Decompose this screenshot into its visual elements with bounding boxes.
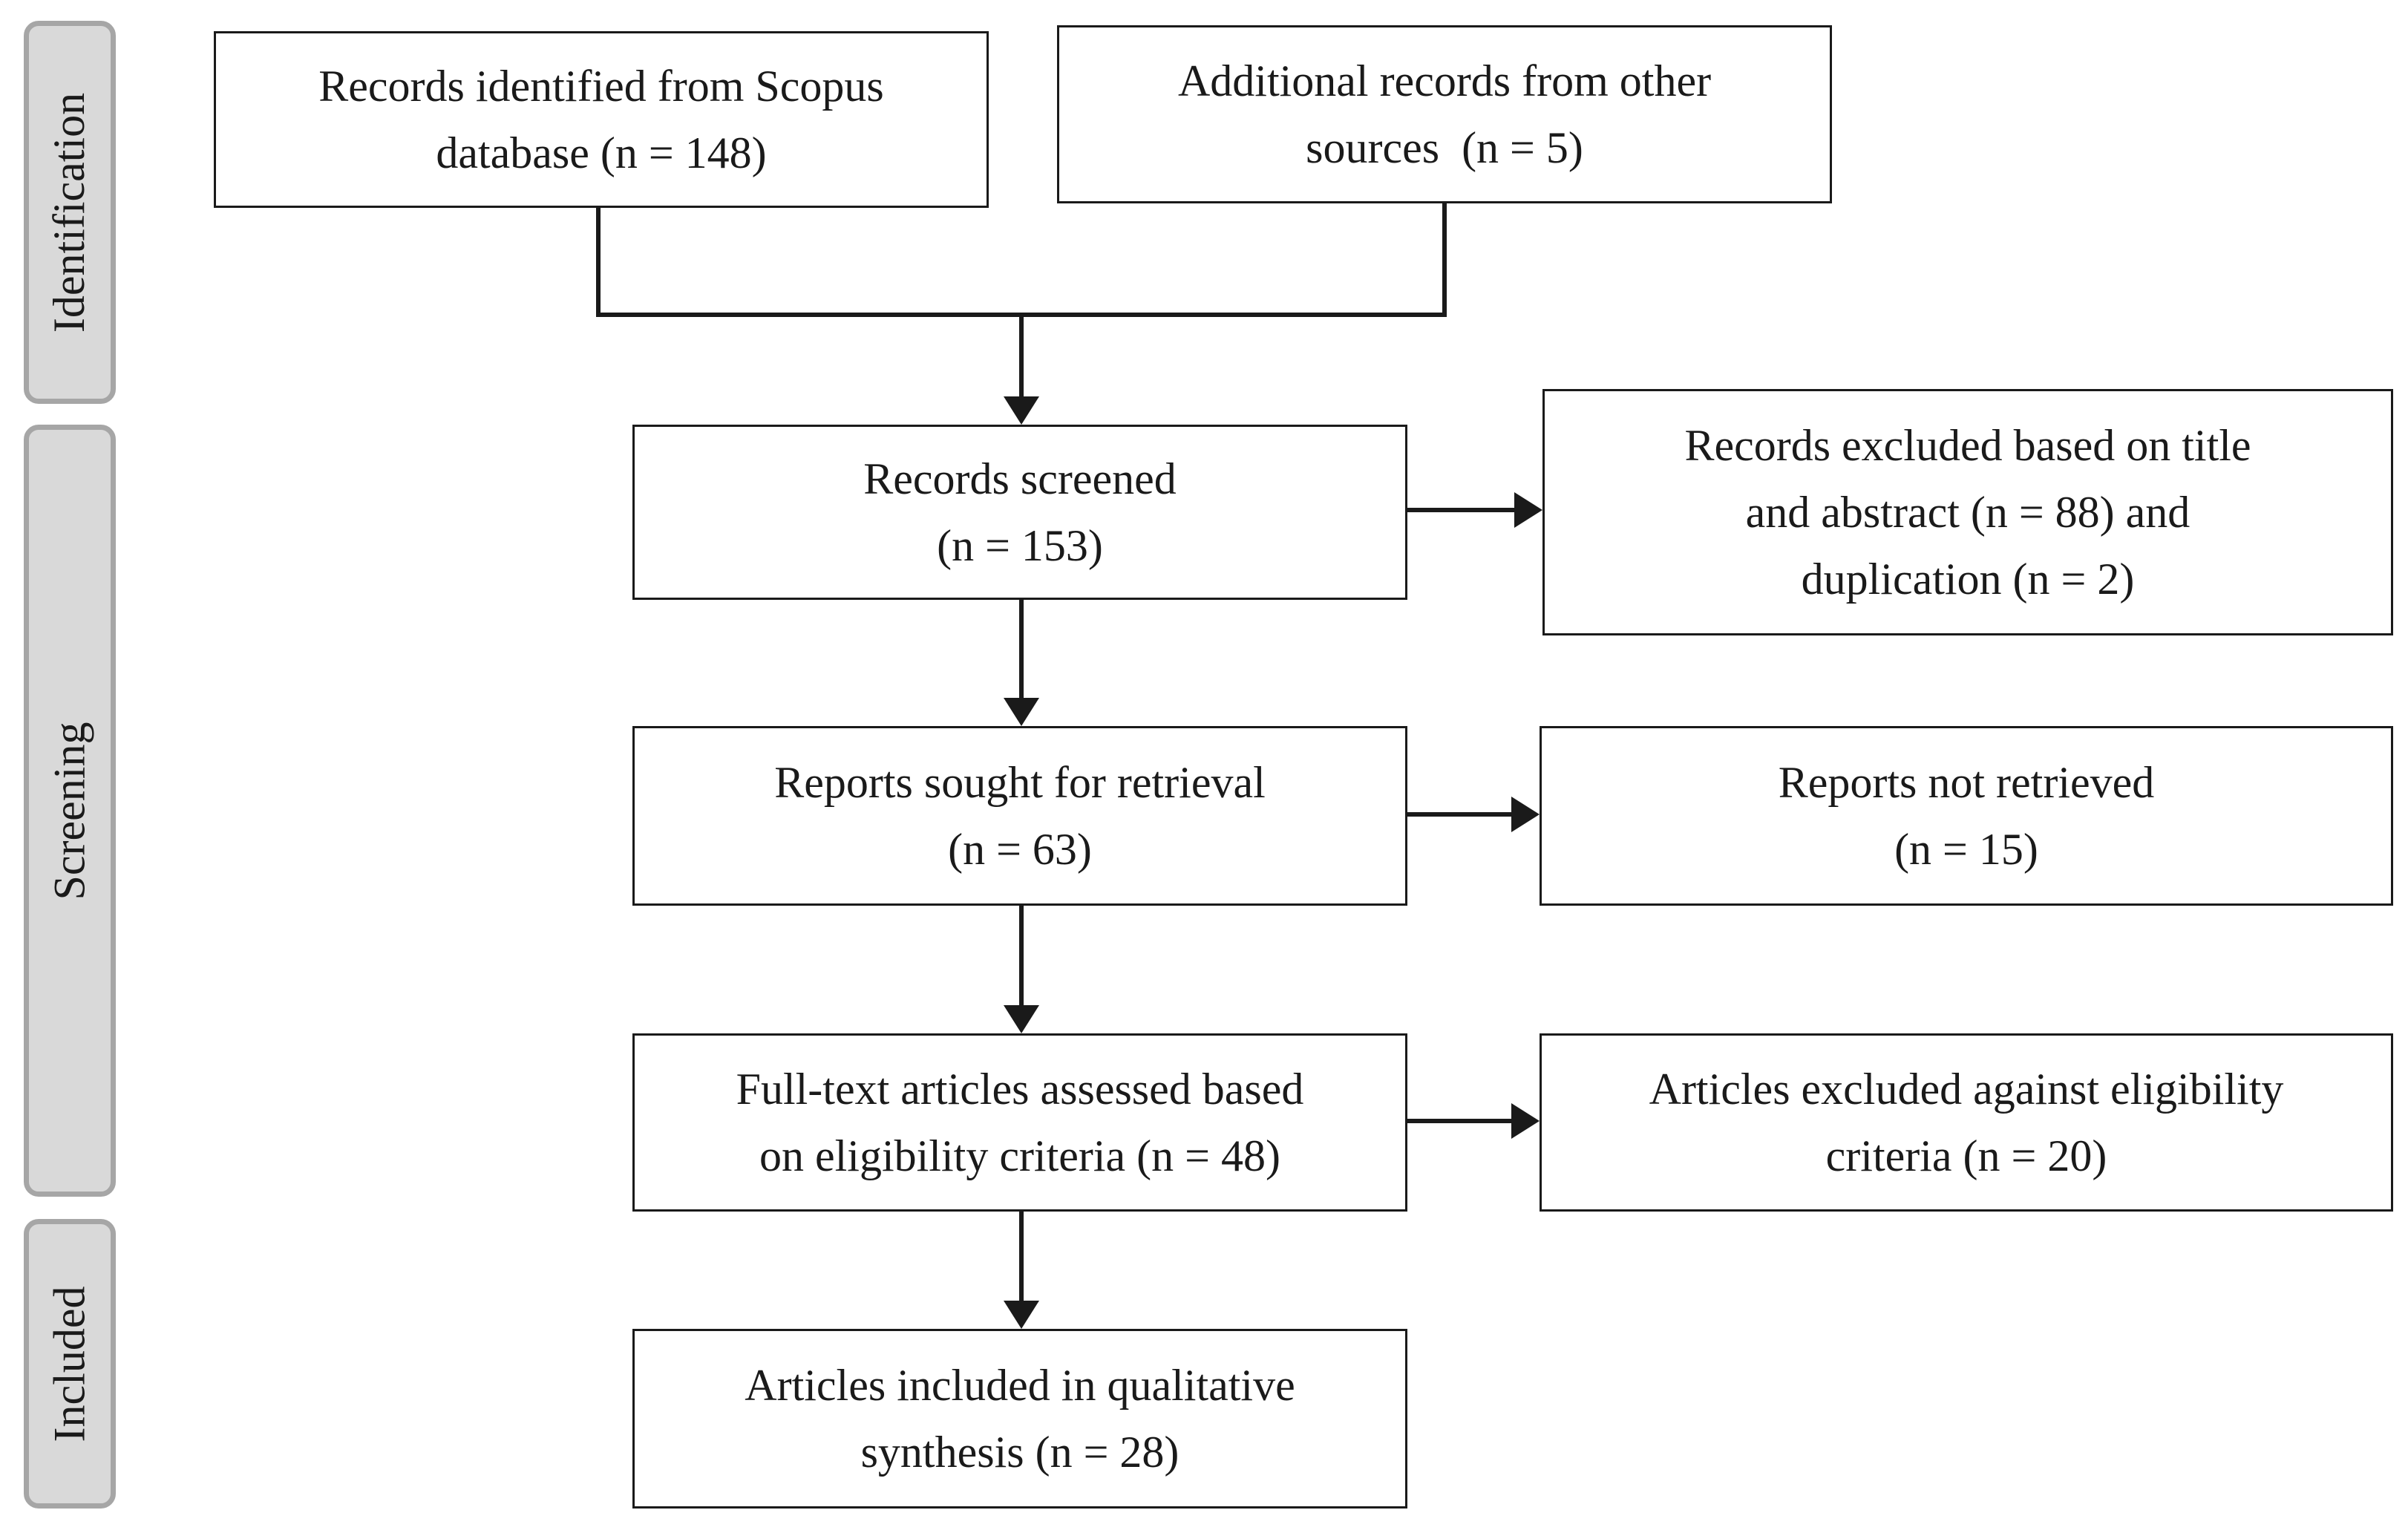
box-articles-included: Articles included in qualitative synthes…: [632, 1329, 1407, 1509]
box-reports-not-retrieved: Reports not retrieved (n = 15): [1540, 726, 2393, 906]
box-records-screened: Records screened (n = 153): [632, 425, 1407, 600]
arrowhead-excluded: [1514, 492, 1542, 528]
box-records-excluded: Records excluded based on title and abst…: [1542, 389, 2393, 635]
box-reports-sought: Reports sought for retrieval (n = 63): [632, 726, 1407, 906]
arrowhead-eligibility-excluded: [1511, 1103, 1540, 1139]
stage-screening: Screening: [24, 425, 116, 1197]
box-other-records: Additional records from other sources (n…: [1057, 25, 1832, 203]
arrowhead-sought: [1004, 698, 1039, 726]
box-articles-excluded: Articles excluded against eligibility cr…: [1540, 1033, 2393, 1212]
arrowhead-included: [1004, 1301, 1039, 1329]
arrowhead-fulltext: [1004, 1005, 1039, 1033]
stage-included: Included: [24, 1219, 116, 1509]
box-fulltext-assessed: Full-text articles assessed based on eli…: [632, 1033, 1407, 1212]
stage-identification: Identification: [24, 21, 116, 404]
box-scopus-records: Records identified from Scopus database …: [214, 31, 989, 208]
arrowhead-not-retrieved: [1511, 797, 1540, 832]
merge-connector: [596, 203, 1447, 317]
arrowhead-screened: [1004, 396, 1039, 425]
